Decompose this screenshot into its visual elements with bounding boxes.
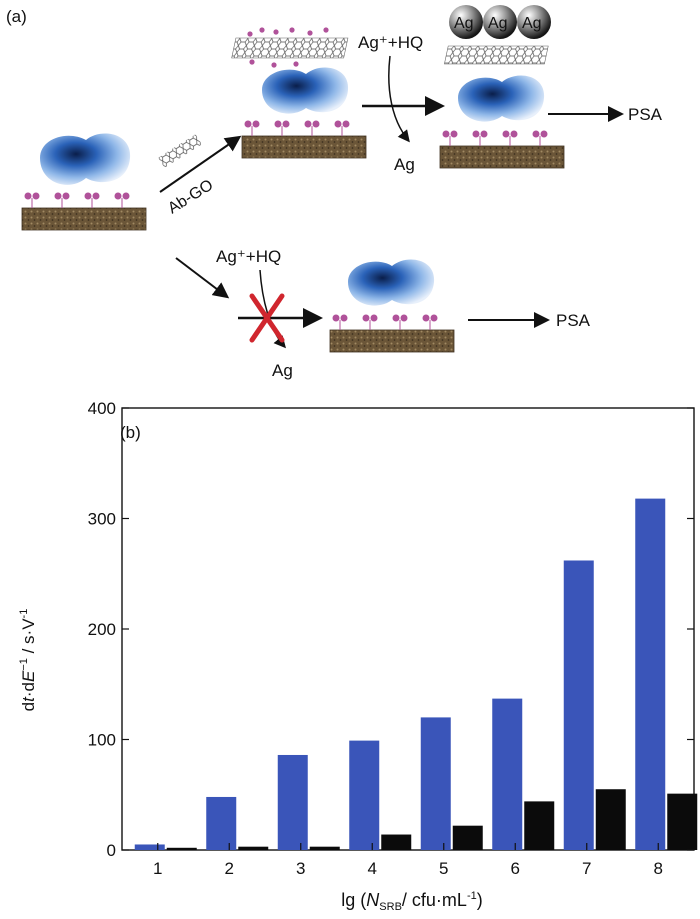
probe-antibodies: [247, 27, 329, 68]
plot-frame: [121, 407, 695, 851]
bar-series-2: [166, 847, 197, 850]
x-tick-label: 2: [225, 859, 234, 878]
bacterium-icon: [262, 67, 349, 114]
electrode: [241, 135, 367, 159]
silver-deposition-arrow: Ag⁺+HQ Ag: [358, 33, 445, 174]
y-tick-label: 0: [107, 841, 116, 860]
bar-series-2: [452, 825, 483, 850]
reagent-bottom-label: Ag⁺+HQ: [216, 247, 281, 266]
bar-series-2: [524, 801, 555, 850]
silver-label: Ag: [488, 15, 508, 32]
bacterium-icon: [40, 133, 131, 185]
x-tick-label: 8: [654, 859, 663, 878]
antibody-layer: [442, 130, 548, 146]
graphene-oxide-sheet: [444, 45, 549, 65]
silver-particles: Ag Ag Ag: [449, 5, 551, 39]
bar-series-2: [309, 846, 340, 850]
antibody-layer: [24, 192, 130, 208]
bar-series-2: [667, 793, 698, 850]
y-tick-label: 100: [88, 731, 116, 750]
graphene-oxide-sheet: [231, 37, 349, 59]
silver-particle: [517, 5, 551, 39]
electrode: [439, 145, 565, 169]
graphene-oxide-icon: [158, 134, 202, 168]
x-tick-label: 7: [582, 859, 591, 878]
x-tick-label: 6: [511, 859, 520, 878]
electrode: [329, 329, 455, 353]
bar-series-1: [277, 754, 308, 850]
control-arrow: [175, 257, 230, 299]
output-top-label: PSA: [628, 105, 663, 124]
bar-series-1: [492, 698, 523, 850]
x-axis-label: lg (NSRB/ cfu·mL-1): [341, 890, 482, 913]
antibody-layer: [244, 120, 350, 136]
labeled-complex: [231, 27, 367, 159]
bar-series-1: [349, 740, 380, 850]
control-complex: [329, 259, 455, 353]
capture-electrode-left: [21, 133, 147, 231]
panel-b-label: (b): [120, 423, 141, 442]
bar-series-2: [595, 789, 626, 850]
x-tick-label: 4: [368, 859, 377, 878]
x-tick-label: 5: [439, 859, 448, 878]
y-axis: 0 100 200 300 400: [88, 399, 694, 860]
x-tick-label: 3: [296, 859, 305, 878]
bar-chart: (b) 0 100 200 300 400 1 2 3 4 5 6 7 8 dt·dE−1 / s·V…: [18, 399, 698, 913]
bars: [134, 498, 698, 850]
bar-series-1: [563, 560, 594, 850]
output-bottom-label: PSA: [556, 311, 591, 330]
product-top-label: Ag: [394, 155, 415, 174]
probe-arrow: Ab-GO: [158, 134, 242, 217]
silver-complex: Ag Ag Ag: [439, 5, 565, 169]
y-axis-label: dt·dE−1 / s·V-1: [18, 609, 38, 712]
blocked-cross-icon: [249, 293, 285, 343]
bacterium-icon: [348, 259, 435, 306]
bar-series-2: [381, 834, 412, 850]
x-tick-label: 1: [153, 859, 162, 878]
y-tick-label: 300: [88, 510, 116, 529]
reaction-scheme: (a) Ab-GO: [6, 5, 663, 380]
product-bottom-label: Ag: [272, 361, 293, 380]
silver-label: Ag: [522, 15, 542, 32]
panel-a-label: (a): [6, 7, 27, 26]
x-axis: 1 2 3 4 5 6 7 8: [153, 843, 663, 878]
silver-particle: [483, 5, 517, 39]
y-tick-label: 200: [88, 620, 116, 639]
bar-series-1: [134, 844, 165, 850]
reagent-top-label: Ag⁺+HQ: [358, 33, 423, 52]
bar-series-1: [206, 796, 237, 850]
bar-series-1: [420, 717, 451, 850]
antibody-layer: [332, 314, 438, 330]
bar-series-2: [238, 846, 269, 850]
bar-series-1: [635, 498, 666, 850]
electrode: [21, 207, 147, 231]
silver-particle: [449, 5, 483, 39]
silver-label: Ag: [454, 15, 474, 32]
bacterium-icon: [458, 75, 545, 122]
y-tick-label: 400: [88, 399, 116, 418]
